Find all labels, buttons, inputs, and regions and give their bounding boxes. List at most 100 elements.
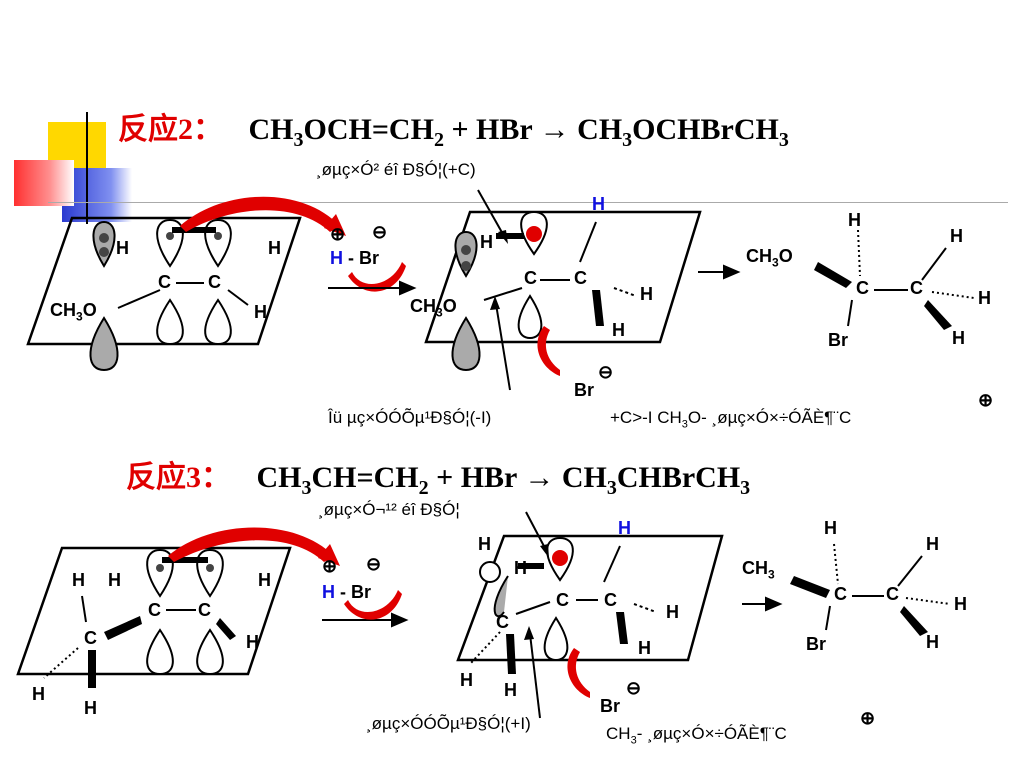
plus-sign: ⊕ <box>330 224 346 244</box>
atom-c: C <box>198 600 211 620</box>
atom-h: H <box>246 632 259 652</box>
atom-h: H <box>504 680 517 700</box>
eq-sub: 3 <box>301 477 312 499</box>
eq-sub: 2 <box>418 477 429 499</box>
red-hook-r3 <box>344 590 402 620</box>
red-arrow-r3 <box>168 527 334 562</box>
plane-r2-2 <box>424 210 702 344</box>
atom-h: H <box>116 238 129 258</box>
eq-sub: 3 <box>293 129 304 151</box>
atom-h: H <box>514 558 527 578</box>
ch3-label: CH3 <box>742 558 775 582</box>
minus-sign: ⊖ <box>372 222 388 242</box>
eq-text: + HBr → CH <box>428 461 607 494</box>
r2-note-top: ¸øµç×Ó² éî Ð§Ó¦(+C) <box>316 160 476 179</box>
atom-h: H <box>666 602 679 622</box>
eq-text: CH <box>248 113 294 146</box>
atom-br: Br <box>828 330 849 350</box>
r2-note-bottom: Îü µç×ÓÓÕµ¹Ð§Ó¦(-I) <box>328 408 492 427</box>
atom-h: H <box>926 534 939 554</box>
minus-sign: ⊖ <box>598 362 614 382</box>
eq-sub: 3 <box>606 477 617 499</box>
atom-h: H <box>952 328 965 348</box>
bromide-label: Br <box>600 696 621 716</box>
r3-note-top: ¸øµç×Ó¬¹² éî Ð§Ó¦ <box>318 500 460 519</box>
atom-h: H <box>84 698 97 718</box>
atom-c: C <box>574 268 587 288</box>
eq-text: + HBr → CH <box>443 113 623 146</box>
atom-h: H <box>72 570 85 590</box>
red-arrow-r2 <box>180 196 340 232</box>
r3-note-right: CH3- ¸øµç×Ó×÷ÓÃÈ¶¨C <box>606 724 787 747</box>
atom-c: C <box>158 272 171 292</box>
atom-h: H <box>254 302 267 322</box>
atom-h: H <box>268 238 281 258</box>
eq-text: CH <box>256 461 302 494</box>
atom-h: H <box>478 534 491 554</box>
atom-br: Br <box>806 634 827 654</box>
atom-c: C <box>886 584 899 604</box>
atom-h: H <box>978 288 991 308</box>
hbr-label: H - Br <box>322 582 371 602</box>
eq-sub: 2 <box>433 129 444 151</box>
ch3o-label: CH3O <box>50 300 97 324</box>
atom-h: H <box>612 320 625 340</box>
atom-c: C <box>604 590 617 610</box>
red-arrow-br-r3 <box>567 648 590 698</box>
plane-r3-1 <box>16 546 292 676</box>
atom-h: H <box>108 570 121 590</box>
atom-h: H <box>480 232 493 252</box>
atom-c: C <box>556 590 569 610</box>
red-arrow-br-r2 <box>537 326 560 376</box>
atom-h: H <box>824 518 837 538</box>
ch3o-label: CH3O <box>746 246 793 270</box>
atom-c: C <box>910 278 923 298</box>
ornament-vertical-line <box>86 112 88 224</box>
minus-sign: ⊖ <box>626 678 642 698</box>
atom-c: C <box>84 628 97 648</box>
eq-text: OCHBrCH <box>632 113 779 146</box>
atom-h-blue: H <box>592 194 605 214</box>
eq-sub: 3 <box>622 129 633 151</box>
eq-text: CH=CH <box>311 461 419 494</box>
eq-sub: 3 <box>778 129 789 151</box>
atom-h: H <box>258 570 271 590</box>
ch3o-label: CH3O <box>410 296 457 320</box>
atom-h: H <box>640 284 653 304</box>
atom-h-blue: H <box>618 518 631 538</box>
bromide-label: Br <box>574 380 595 400</box>
atom-h: H <box>950 226 963 246</box>
red-hook-r2 <box>348 262 406 292</box>
plane-r2-1 <box>26 216 302 346</box>
ornament-horizontal-line <box>48 202 1008 203</box>
plus-sign: ⊕ <box>322 556 338 576</box>
atom-h: H <box>954 594 967 614</box>
reaction2-title: 反应2： CH3OCH=CH2 + HBr → CH3OCHBrCH3 <box>118 104 789 152</box>
atom-h: H <box>32 684 45 704</box>
atom-h: H <box>848 210 861 230</box>
atom-h: H <box>926 632 939 652</box>
atom-c: C <box>496 612 509 632</box>
reaction3-title: 反应3： CH3CH=CH2 + HBr → CH3CHBrCH3 <box>126 452 750 500</box>
reaction2-label: 反应2： <box>118 113 223 146</box>
r3-note-bottom: ¸øµç×ÓÓÕµ¹Ð§Ó¦(+I) <box>366 714 531 733</box>
atom-c: C <box>856 278 869 298</box>
eq-text: OCH=CH <box>303 113 434 146</box>
minus-sign: ⊖ <box>366 554 382 574</box>
p-orbitals-r2-1 <box>89 218 232 372</box>
r2-note-right: +C>-I CH3O- ¸øµç×Ó×÷ÓÃÈ¶¨C <box>610 408 852 431</box>
atom-c: C <box>148 600 161 620</box>
plus-sign: ⊕ <box>860 708 876 728</box>
reaction3-label: 反应3： <box>126 461 231 494</box>
atom-h: H <box>638 638 651 658</box>
atom-c: C <box>834 584 847 604</box>
atom-h: H <box>460 670 473 690</box>
atom-c: C <box>208 272 221 292</box>
plus-sign: ⊕ <box>978 390 994 410</box>
eq-text: CHBrCH <box>616 461 741 494</box>
plane-r3-2 <box>456 534 724 662</box>
atom-c: C <box>524 268 537 288</box>
eq-sub: 3 <box>740 477 751 499</box>
hbr-label: H - Br <box>330 248 379 268</box>
